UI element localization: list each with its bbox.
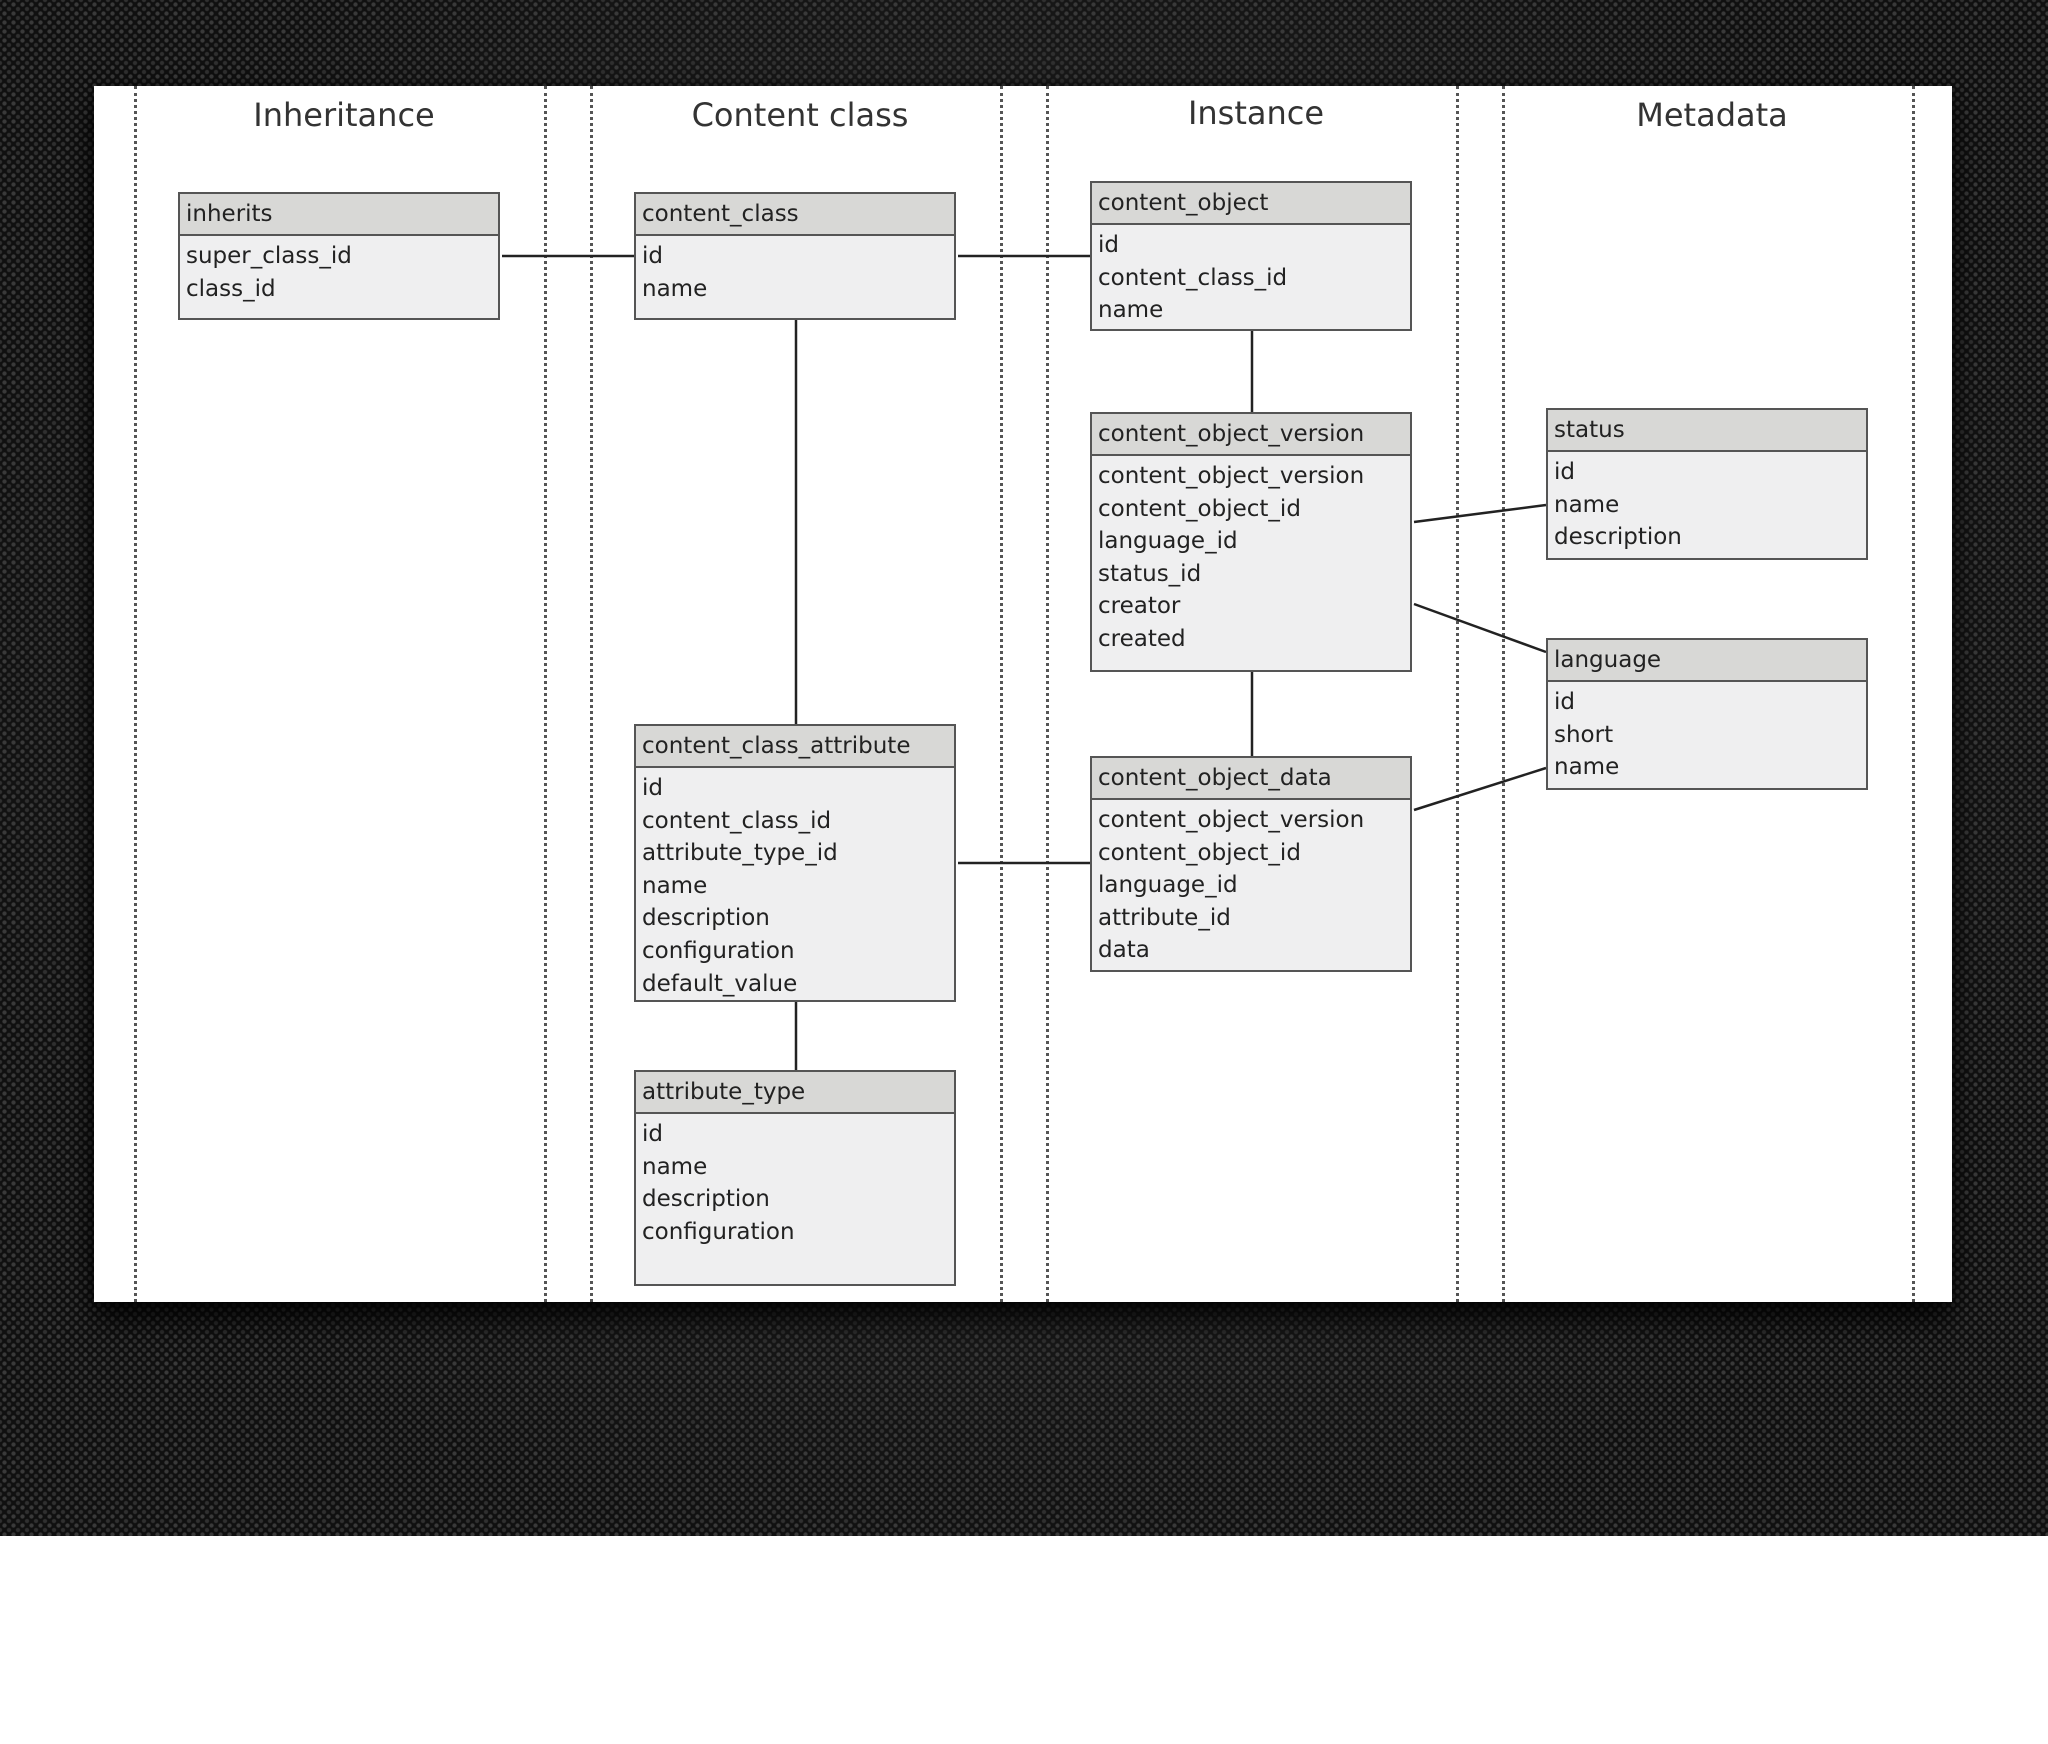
table-content-object: content_object id content_class_id name [1090,181,1412,331]
table-field: description [642,905,770,932]
relation-data-language [1413,766,1547,812]
table-field: name [642,872,708,899]
table-title: content_object_version [1092,414,1410,456]
table-field: name [1098,297,1164,324]
table-field: short [1554,721,1614,748]
lane-title-metadata: Metadata [1636,96,1788,134]
table-field: content_object_version [1098,463,1365,489]
lane-divider [1502,86,1505,1302]
table-field: id [642,1121,663,1147]
table-title: content_class [636,194,954,236]
field-list: id content_class_id name [1092,225,1410,333]
field-list: super_class_id class_id [180,236,498,311]
diagram-canvas: Inheritance Content class Instance Metad… [94,86,1952,1302]
table-field: content_class_id [1098,264,1288,291]
field-list: id name description configuration [636,1114,954,1254]
table-title: content_class_attribute [636,726,954,768]
table-content-object-version: content_object_version content_object_ve… [1090,412,1412,672]
table-field: status_id [1098,560,1202,587]
table-title: language [1548,640,1866,682]
table-field: content_object_id [1098,839,1301,866]
lane-divider [544,86,547,1302]
table-field: description [1554,524,1682,551]
table-language: language id short name [1546,638,1868,790]
table-field: configuration [642,1218,795,1245]
table-field: name [1554,491,1620,518]
table-field: content_object_id [1098,495,1301,522]
table-attribute-type: attribute_type id name description confi… [634,1070,956,1286]
field-list: content_object_version content_object_id… [1092,456,1410,662]
table-field: data [1098,937,1150,964]
table-field: id [642,243,663,269]
table-field: name [642,275,708,302]
table-field: id [1554,689,1575,715]
table-title: status [1548,410,1866,452]
table-content-class: content_class id name [634,192,956,320]
lane-title-inheritance: Inheritance [253,96,435,134]
field-list: content_object_version content_object_id… [1092,800,1410,973]
table-field: configuration [642,937,795,964]
lane-divider [590,86,593,1302]
field-list: id short name [1548,682,1866,790]
table-field: attribute_id [1098,904,1231,931]
lane-divider [1000,86,1003,1302]
table-field: class_id [186,275,276,302]
table-content-class-attribute: content_class_attribute id content_class… [634,724,956,1002]
field-list: id name description [1548,452,1866,560]
table-content-object-data: content_object_data content_object_versi… [1090,756,1412,972]
lane-divider [1456,86,1459,1302]
lane-divider [1912,86,1915,1302]
table-field: created [1098,625,1186,652]
table-field: id [1098,232,1119,258]
lane-title-content-class: Content class [691,96,909,134]
table-inherits: inherits super_class_id class_id [178,192,500,320]
relationship-lines [502,254,1547,1070]
table-field: language_id [1098,872,1238,899]
table-field: name [642,1153,708,1180]
field-list: id content_class_id attribute_type_id na… [636,768,954,1006]
table-title: inherits [180,194,498,236]
table-status: status id name description [1546,408,1868,560]
relation-version-language [1413,602,1547,654]
table-field: id [1554,459,1575,485]
table-field: super_class_id [186,243,352,269]
lane-title-instance: Instance [1187,94,1325,132]
table-field: description [642,1186,770,1213]
table-title: content_object [1092,183,1410,225]
field-list: id name [636,236,954,311]
table-field: content_object_version [1098,807,1365,833]
table-field: id [642,775,663,801]
table-field: attribute_type_id [642,840,838,867]
table-field: creator [1098,593,1181,620]
lane-divider [1046,86,1049,1302]
table-field: name [1554,754,1620,781]
table-field: content_class_id [642,807,832,834]
table-title: content_object_data [1092,758,1410,800]
table-field: language_id [1098,528,1238,555]
lane-divider [134,86,137,1302]
table-field: default_value [642,970,798,997]
relation-version-status [1413,503,1547,524]
table-title: attribute_type [636,1072,954,1114]
